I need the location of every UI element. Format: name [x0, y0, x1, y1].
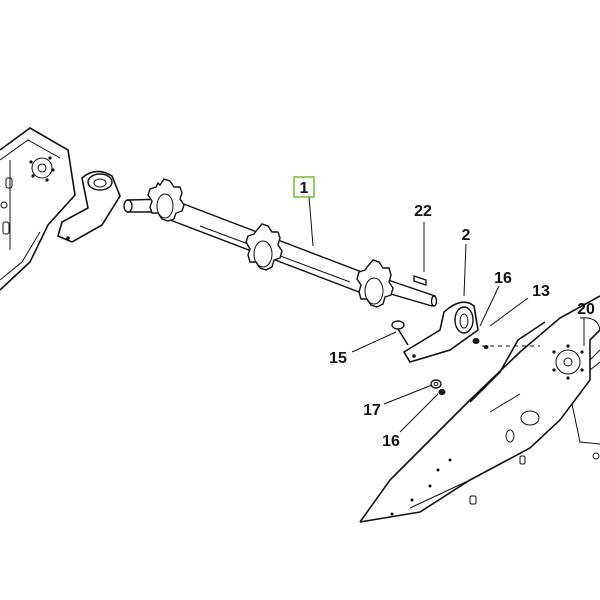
right-bearing-flange	[402, 301, 479, 363]
callout-labels: 1 22 2 16 13 20 15 17 16	[293, 176, 595, 450]
left-bearing-bracket	[57, 170, 121, 243]
sprocket-middle	[245, 223, 283, 271]
leader-lines	[308, 195, 585, 433]
callout-16-lower[interactable]: 16	[382, 433, 400, 450]
callout-16-upper[interactable]: 16	[494, 270, 512, 287]
callout-22[interactable]: 22	[414, 203, 432, 220]
leader-1	[308, 195, 314, 247]
callout-1-highlight	[293, 176, 315, 198]
leader-15	[351, 331, 397, 353]
leader-16-upper	[479, 285, 500, 327]
bolt-part	[391, 320, 409, 346]
washer-part	[430, 379, 442, 389]
right-frame-plate	[359, 295, 600, 523]
callout-17[interactable]: 17	[363, 402, 381, 419]
callout-1[interactable]: 1	[300, 180, 309, 197]
sprocket-left	[147, 178, 185, 222]
nut-part-upper	[472, 338, 489, 349]
leader-2	[463, 243, 467, 297]
callout-2[interactable]: 2	[462, 227, 471, 244]
sprocket-right	[356, 259, 394, 308]
key-part	[413, 275, 427, 286]
leader-13	[489, 297, 529, 327]
callout-20[interactable]: 20	[577, 301, 595, 318]
callout-15[interactable]: 15	[329, 350, 347, 367]
leader-17	[383, 384, 433, 405]
left-frame-plate	[0, 127, 76, 291]
leader-16-lower	[399, 393, 439, 433]
callout-13[interactable]: 13	[532, 283, 550, 300]
nut-part-lower	[438, 389, 446, 395]
